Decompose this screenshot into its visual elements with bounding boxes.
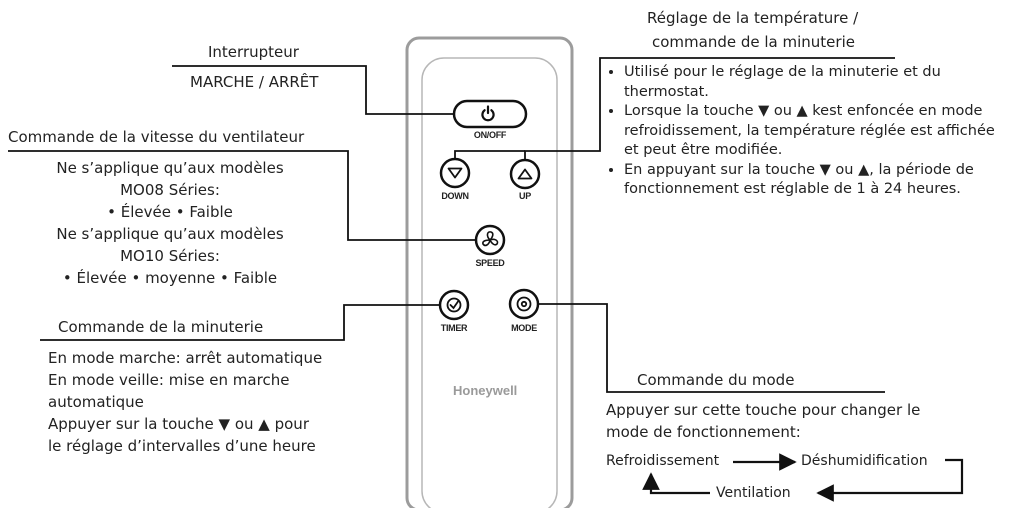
mode-line: Appuyer sur cette touche pour changer le xyxy=(606,400,920,420)
mode-dehumidify-label: Déshumidification xyxy=(801,452,928,470)
up-button-shape xyxy=(511,160,539,188)
fan-speed-line: • Élevée • moyenne • Faible xyxy=(20,268,320,288)
mode-fan-label: Ventilation xyxy=(716,484,791,502)
timer-line: le réglage d’intervalles d’une heure xyxy=(48,436,316,456)
fan-speed-line: Ne s’applique qu’aux modèles xyxy=(20,224,320,244)
mode-button-shape xyxy=(510,290,538,318)
mode-cooling-label: Refroidissement xyxy=(606,452,719,470)
mode-button[interactable]: MODE xyxy=(505,323,543,333)
timer-line: automatique xyxy=(48,392,144,412)
temperature-bullet: Lorsque la touche ▼ ou ▲ kest enfoncée e… xyxy=(624,102,998,161)
power-title-line1: Interrupteur xyxy=(208,42,299,62)
temperature-title-line2: commande de la minuterie xyxy=(652,32,855,52)
fan-speed-title: Commande de la vitesse du ventilateur xyxy=(8,127,304,147)
onoff-button-shape xyxy=(454,101,526,127)
fan-speed-line: Ne s’applique qu’aux modèles xyxy=(20,158,320,178)
fan-speed-line: MO10 Séries: xyxy=(20,246,320,266)
timer-line: En mode marche: arrêt automatique xyxy=(48,348,322,368)
temperature-title-line1: Réglage de la température / xyxy=(647,8,858,28)
timer-line: Appuyer sur la touche ▼ ou ▲ pour xyxy=(48,414,309,434)
timer-button[interactable]: TIMER xyxy=(435,323,473,333)
onoff-button[interactable]: ON/OFF xyxy=(470,130,510,140)
timer-title: Commande de la minuterie xyxy=(58,317,263,337)
timer-button-shape xyxy=(440,291,468,319)
temperature-bullets: Utilisé pour le réglage de la minuterie … xyxy=(606,63,998,200)
honeywell-logo: Honeywell xyxy=(453,383,517,398)
fan-speed-line: • Élevée • Faible xyxy=(20,202,320,222)
mode-line: mode de fonctionnement: xyxy=(606,422,801,442)
arrow-fan-to-cooling xyxy=(651,474,710,493)
down-button[interactable]: DOWN xyxy=(437,191,473,201)
speed-button[interactable]: SPEED xyxy=(470,258,510,268)
fan-speed-line: MO08 Séries: xyxy=(20,180,320,200)
temperature-bullet: En appuyant sur la touche ▼ ou ▲, la pér… xyxy=(624,161,998,200)
up-button[interactable]: UP xyxy=(509,191,541,201)
down-button-shape xyxy=(441,159,469,187)
mode-title: Commande du mode xyxy=(637,370,794,390)
temperature-bullet: Utilisé pour le réglage de la minuterie … xyxy=(624,63,998,102)
power-title-line2: MARCHE / ARRÊT xyxy=(190,72,318,92)
timer-line: En mode veille: mise en marche xyxy=(48,370,289,390)
